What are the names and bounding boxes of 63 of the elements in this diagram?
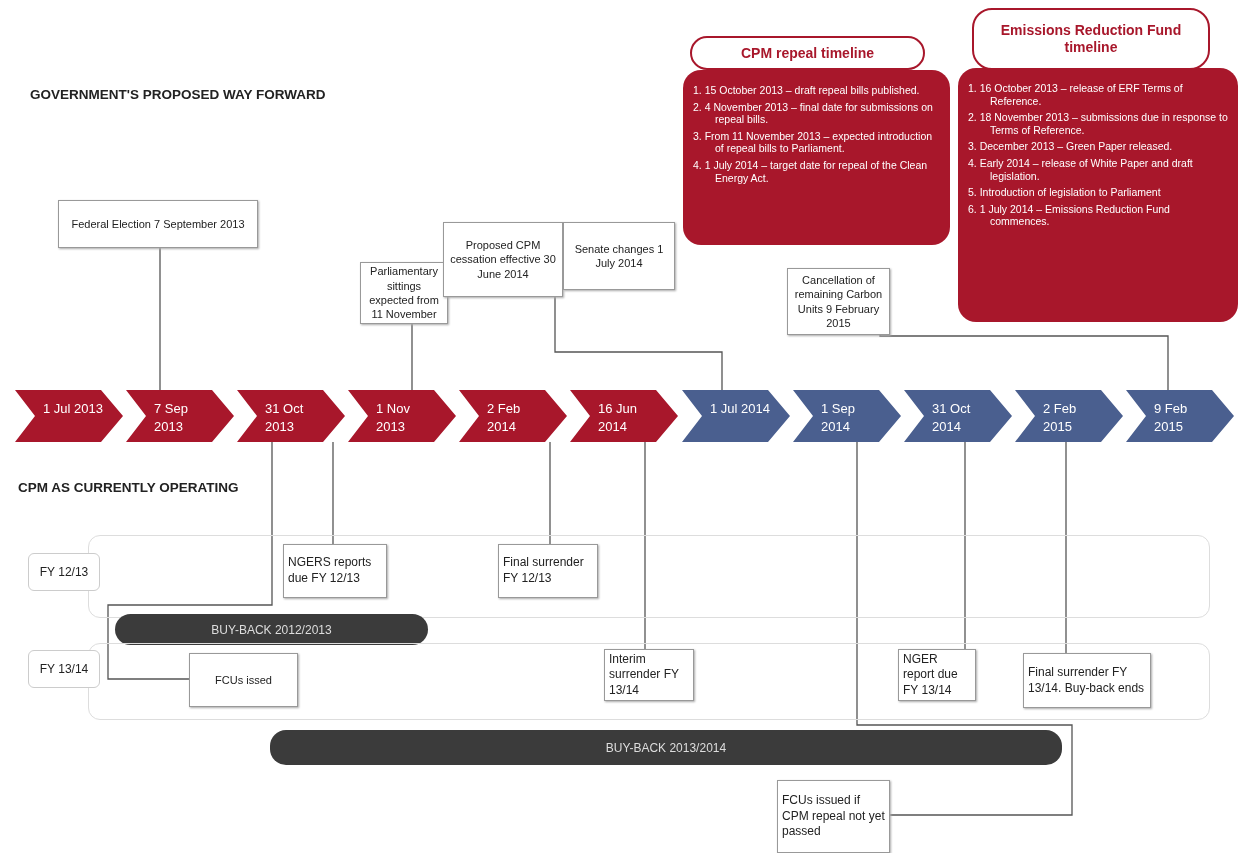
period-label: FY 13/14 (28, 650, 100, 688)
connector-line (644, 441, 646, 650)
connector-line (856, 441, 1073, 816)
period-bar: BUY-BACK 2012/2013 (115, 614, 428, 645)
callout-box: Senate changes 1 July 2014 (563, 222, 675, 290)
connector-line (964, 441, 966, 650)
callout-box: FCUs issed (189, 653, 298, 707)
date-banner (459, 390, 567, 442)
callout-box: NGER report due FY 13/14 (898, 649, 976, 701)
date-label: 1 Nov 2013 (376, 400, 411, 436)
list-item: 2. 18 November 2013 – submissions due in response to Terms of Reference. (968, 111, 1228, 137)
callout-box: Final surrender FY 12/13 (498, 544, 598, 598)
callout-box: FCUs issued if CPM repeal not yet passed (777, 780, 890, 853)
callout-box: Interim surrender FY 13/14 (604, 649, 694, 701)
period-bar: BUY-BACK 2013/2014 (270, 730, 1062, 765)
list-item: 5. Introduction of legislation to Parliament (968, 186, 1162, 199)
date-banner (682, 390, 790, 442)
date-label: 1 Jul 2013 (43, 400, 103, 418)
list-item: 1. 15 October 2013 – draft repeal bills published. (693, 84, 921, 97)
connector-line (549, 441, 551, 545)
date-banner (793, 390, 901, 442)
list-item: 4. 1 July 2014 – target date for repeal of the Clean Energy Act. (693, 158, 929, 185)
panel-heading: CPM repeal timeline (690, 36, 925, 70)
date-banner (126, 390, 234, 442)
connector-line (554, 296, 723, 391)
list-item: 3. From 11 November 2013 – expected introduction of repeal bills to Parliament. (693, 129, 934, 155)
callout-box: Federal Election 7 September 2013 (58, 200, 258, 248)
panel-heading: Emissions Reduction Fund timeline (972, 8, 1210, 70)
connector-line (159, 247, 161, 391)
callout-box: Proposed CPM cessation effective 30 June 2014 (443, 222, 563, 297)
callout-box: Final surrender FY 13/14. Buy-back ends (1023, 653, 1151, 708)
connector-line (332, 441, 334, 545)
list-item: 3. December 2013 – Green Paper released. (968, 140, 1174, 153)
callout-box: Parliamentary sittings expected from 11 November (360, 262, 448, 324)
list-item: 6. 1 July 2014 – Emissions Reduction Fund commences. (968, 202, 1171, 228)
date-banner (904, 390, 1012, 442)
date-banner (1126, 390, 1234, 442)
section-heading: GOVERNMENT'S PROPOSED WAY FORWARD (30, 87, 326, 102)
list-item: 4. Early 2014 – release of White Paper and draft legislation. (968, 156, 1194, 183)
date-banner (15, 390, 123, 442)
period-label: FY 12/13 (28, 553, 100, 591)
date-label: 1 Jul 2014 (710, 400, 770, 418)
connector-line (1065, 441, 1067, 654)
date-label: 7 Sep 2013 (154, 400, 189, 436)
date-banner (348, 390, 456, 442)
date-label: 2 Feb 2014 (487, 400, 522, 436)
date-banner (570, 390, 678, 442)
date-banner (1015, 390, 1123, 442)
callout-box: NGERS reports due FY 12/13 (283, 544, 387, 598)
date-label: 2 Feb 2015 (1043, 400, 1078, 436)
connector-line (411, 323, 413, 391)
date-label: 16 Jun 2014 (598, 400, 639, 436)
list-item: 1. 16 October 2013 – release of ERF Terms of Reference. (968, 82, 1184, 108)
date-label: 1 Sep 2014 (821, 400, 856, 436)
connector-line (879, 334, 1169, 391)
list-item: 2. 4 November 2013 – final date for submissions on repeal bills. (693, 100, 934, 126)
date-label: 9 Feb 2015 (1154, 400, 1189, 436)
callout-box: Cancellation of remaining Carbon Units 9 February 2015 (787, 268, 890, 335)
date-banner (237, 390, 345, 442)
date-label: 31 Oct 2014 (932, 400, 972, 436)
date-label: 31 Oct 2013 (265, 400, 305, 436)
connector-line (107, 441, 273, 680)
section-heading: CPM AS CURRENTLY OPERATING (18, 480, 239, 495)
